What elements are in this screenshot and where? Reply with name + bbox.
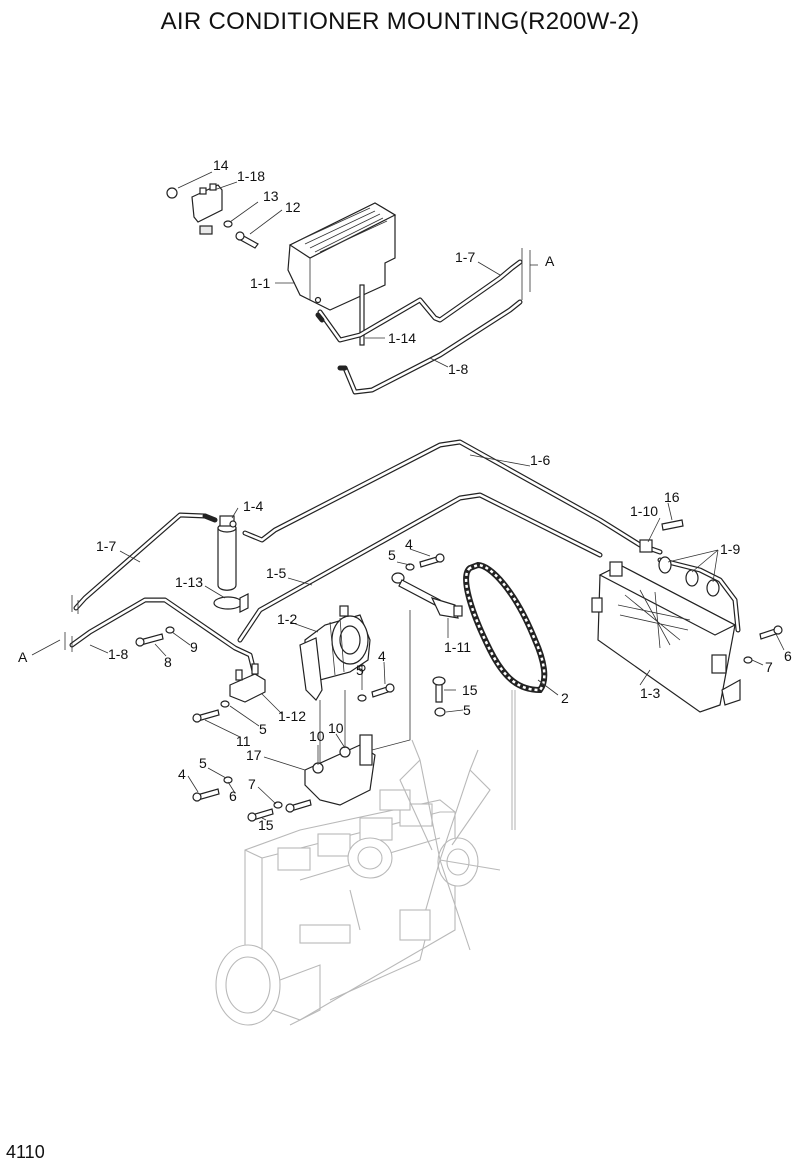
callout-4-c: 4 <box>178 766 186 782</box>
page-title: AIR CONDITIONER MOUNTING(R200W-2) <box>160 8 640 35</box>
compressor-bracket <box>304 610 411 806</box>
callout-6-b: 6 <box>229 788 237 804</box>
clamp-bracket <box>213 593 249 613</box>
callout-7-right: 7 <box>765 659 773 675</box>
compressor <box>299 605 371 701</box>
leader-lines <box>31 171 785 821</box>
callout-1-11: 1-11 <box>444 639 471 655</box>
callout-5-d: 5 <box>259 721 267 737</box>
tensioner-rod <box>391 572 463 619</box>
relay-bracket <box>166 183 259 249</box>
callout-1-18: 1-18 <box>237 168 265 184</box>
callout-1-2: 1-2 <box>277 611 297 627</box>
callout-1-9: 1-9 <box>720 541 740 557</box>
manifold-block <box>229 663 266 703</box>
main-pipes <box>64 439 741 678</box>
callout-1-5: 1-5 <box>266 565 286 581</box>
callout-1-10: 1-10 <box>630 503 658 519</box>
callout-labels: 14 1-18 13 12 1-1 1-7 A 1-14 1-8 1-6 1-4… <box>18 157 792 833</box>
callout-5-a: 5 <box>388 547 396 563</box>
callout-4-a: 4 <box>405 536 413 552</box>
pipe-clamps <box>639 519 720 597</box>
top-pipes <box>315 248 531 395</box>
callout-10-a: 10 <box>309 728 325 744</box>
callout-5-e: 5 <box>199 755 207 771</box>
callout-1-4: 1-4 <box>243 498 263 514</box>
callout-13: 13 <box>263 188 279 204</box>
callout-6-right: 6 <box>784 648 792 664</box>
page-number: 4110 <box>6 1142 45 1162</box>
callout-9: 9 <box>190 639 198 655</box>
drive-belt <box>463 561 548 694</box>
engine-ghost <box>215 690 516 1026</box>
callout-1-14: 1-14 <box>388 330 416 346</box>
callout-16: 16 <box>664 489 680 505</box>
callout-A-left: A <box>18 649 28 665</box>
callout-15-b: 15 <box>258 817 274 833</box>
callout-12: 12 <box>285 199 301 215</box>
callout-8: 8 <box>164 654 172 670</box>
callout-15-a: 15 <box>462 682 478 698</box>
callout-1-6: 1-6 <box>530 452 550 468</box>
callout-10-b: 10 <box>328 720 344 736</box>
callout-5-c: 5 <box>463 702 471 718</box>
callout-1-1: 1-1 <box>250 275 270 291</box>
callout-1-12: 1-12 <box>278 708 306 724</box>
callout-1-3: 1-3 <box>640 685 660 701</box>
callout-17: 17 <box>246 747 262 763</box>
bolts-washers <box>135 553 783 822</box>
callout-14: 14 <box>213 157 229 173</box>
callout-4-b: 4 <box>378 648 386 664</box>
callout-1-8-top: 1-8 <box>448 361 468 377</box>
callout-1-7-left: 1-7 <box>96 538 116 554</box>
callout-7-b: 7 <box>248 776 256 792</box>
receiver-drier <box>217 515 237 591</box>
callout-A-top: A <box>545 253 555 269</box>
callout-2: 2 <box>561 690 569 706</box>
condenser <box>591 561 741 713</box>
callout-5-b: 5 <box>356 662 364 678</box>
callout-11: 11 <box>236 733 251 749</box>
evaporator-unit <box>287 202 397 346</box>
callout-1-8-left: 1-8 <box>108 646 128 662</box>
callout-1-13: 1-13 <box>175 574 203 590</box>
callout-1-7-top: 1-7 <box>455 249 475 265</box>
